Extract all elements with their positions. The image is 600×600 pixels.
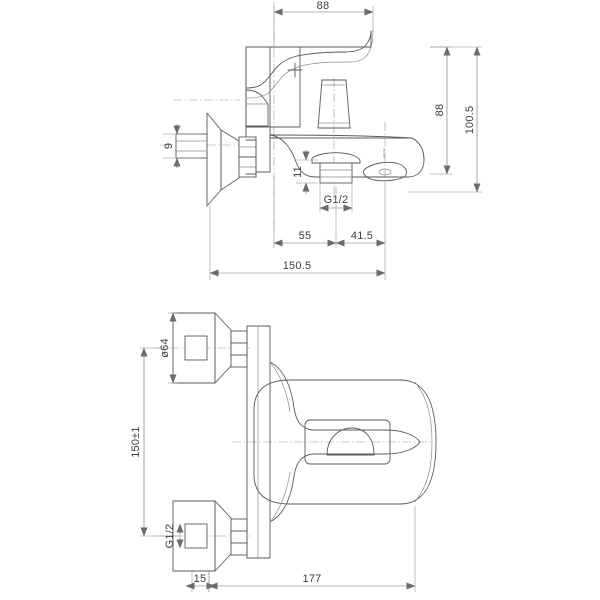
spout-upper-profile — [269, 134, 425, 161]
spout-oval-barrel — [253, 379, 437, 505]
front-elevation-view: ø64 150±1 G1/2 15 — [130, 312, 437, 592]
upper-hex-nut — [230, 330, 248, 368]
escutcheon-cone — [220, 129, 240, 191]
dimension-label-88-top: 88 — [317, 0, 330, 12]
lever-recess — [304, 419, 391, 465]
lever-dome — [326, 427, 375, 456]
side-elevation-view: 88 88 100.5 — [160, 0, 482, 280]
dimension-label-41-5: 41.5 — [351, 230, 373, 242]
cartridge-dome — [245, 89, 269, 127]
aerator-ring — [363, 161, 407, 182]
dimension-9: 9 — [163, 124, 200, 168]
dimension-150-5: 150.5 — [209, 206, 386, 280]
dimension-100-5: 100.5 — [409, 46, 482, 193]
inlet-thread-stub — [175, 133, 208, 159]
shower-outlet-thread — [319, 162, 353, 184]
dimension-label-g12-front: G1/2 — [164, 524, 176, 549]
dimension-55: 55 — [273, 176, 337, 248]
dimension-label-150-pm-1: 150±1 — [130, 426, 142, 458]
lower-hex-nut — [230, 518, 248, 556]
diverter-knob — [317, 79, 351, 129]
upper-inlet-thread-stub — [184, 335, 208, 361]
handle-cross-marker — [287, 62, 303, 78]
barrel-right-endcap — [414, 381, 433, 503]
dimension-88-top: 88 — [273, 0, 374, 48]
dimension-88-right: 88 — [430, 46, 452, 175]
aerator-inner — [378, 168, 392, 176]
body-inlet-connector — [245, 139, 257, 175]
wall-escutcheon — [206, 112, 222, 207]
dimension-label-15: 15 — [194, 573, 207, 585]
dimension-label-9: 9 — [163, 143, 175, 149]
lever-handle — [246, 30, 372, 89]
lower-inlet-thread-stub — [184, 523, 208, 549]
dimension-label-88-right: 88 — [434, 104, 446, 117]
body-back-column — [246, 325, 271, 559]
spout-body-front — [269, 361, 421, 523]
barrel-left-shoulder-lower — [269, 471, 291, 523]
shower-outlet-boss — [311, 152, 361, 164]
dimension-label-150-5: 150.5 — [283, 260, 312, 272]
inlet-hex-nut — [238, 136, 257, 178]
dimension-label-177: 177 — [303, 573, 322, 585]
lever-handle-underside — [246, 30, 374, 99]
dimension-11: 11 — [292, 150, 318, 194]
dimension-label-55: 55 — [299, 230, 312, 242]
dimension-177: 177 — [208, 506, 416, 592]
dimension-g12-front: G1/2 — [164, 523, 184, 549]
barrel-left-shoulder-upper — [269, 361, 291, 413]
dimension-41-5: 41.5 — [335, 180, 386, 280]
dimension-label-100-5: 100.5 — [464, 106, 476, 135]
dimension-label-11: 11 — [292, 166, 304, 178]
dimension-150-pm-1: 150±1 — [130, 347, 178, 537]
dimension-15: 15 — [185, 571, 216, 592]
